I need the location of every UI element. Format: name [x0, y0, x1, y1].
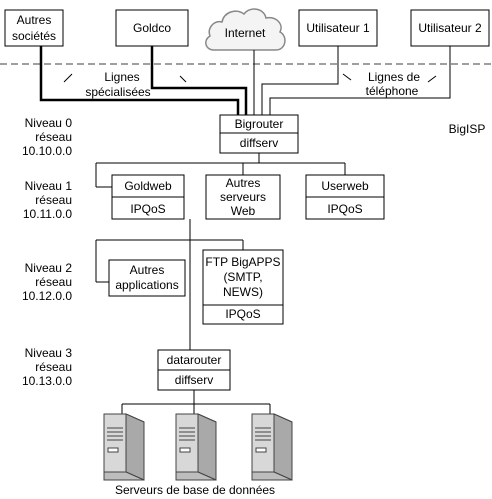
node-utilisateur2: Utilisateur 2: [410, 9, 490, 47]
node-label: serveurs: [220, 190, 266, 204]
isp-label: BigISP: [449, 122, 486, 136]
node-label: Internet: [225, 26, 266, 40]
node-label: sociétés: [12, 29, 56, 43]
node-label: Utilisateur 1: [306, 21, 370, 35]
level-label: réseau: [35, 275, 72, 289]
line-label: Lignes de: [368, 70, 420, 84]
server-icon: [103, 413, 145, 481]
node-label: Goldco: [133, 21, 171, 35]
node-label: Bigrouter: [235, 117, 284, 131]
node-label: Autres: [17, 13, 52, 27]
line-label: Lignes: [104, 70, 139, 84]
level-1-label: Niveau 1 réseau 10.11.0.0: [23, 179, 72, 221]
node-autres-applications: Autres applications: [108, 259, 186, 297]
level-label: Niveau 1: [25, 179, 73, 193]
server-icon: [175, 413, 217, 481]
leased-line-goldco: [150, 46, 248, 115]
node-sublabel: IPQoS: [130, 202, 165, 216]
level-3-label: Niveau 3 réseau 10.13.0.0: [22, 346, 72, 388]
server-icon: [251, 413, 293, 481]
level-0-label: Niveau 0 réseau 10.10.0.0: [22, 116, 72, 158]
node-label: Goldweb: [124, 179, 172, 193]
node-autres-societes: Autres sociétés: [4, 9, 64, 47]
node-label: Web: [231, 204, 256, 218]
label-lignes-telephone: Lignes de téléphone: [342, 70, 437, 98]
node-label: datarouter: [167, 353, 222, 367]
node-sublabel: IPQoS: [327, 202, 362, 216]
node-bigrouter: Bigrouter diffserv: [219, 114, 299, 154]
node-label: NEWS): [223, 285, 263, 299]
level-label: réseau: [35, 130, 72, 144]
node-sublabel: diffserv: [240, 136, 278, 150]
node-autres-serveurs-web: Autres serveurs Web: [205, 174, 281, 220]
node-ftp-bigapps: FTP BigAPPS (SMTP, NEWS) IPQoS: [202, 249, 284, 325]
level-label: réseau: [35, 193, 72, 207]
node-label: applications: [115, 278, 178, 292]
cloud-icon: [205, 8, 286, 51]
level-label: 10.10.0.0: [22, 144, 72, 158]
node-sublabel: IPQoS: [225, 307, 260, 321]
level-label: Niveau 2: [25, 261, 73, 275]
level-label: réseau: [35, 360, 72, 374]
node-internet: Internet: [205, 8, 286, 51]
node-label: (SMTP,: [223, 270, 262, 284]
node-goldco: Goldco: [115, 9, 189, 47]
line-label: spécialisées: [85, 85, 150, 99]
phone-line-utilisateur1: [261, 46, 339, 115]
node-label: Autres: [130, 263, 165, 277]
node-label: Autres: [226, 176, 261, 190]
level-2-label: Niveau 2 réseau 10.12.0.0: [22, 261, 72, 303]
phone-line-utilisateur2: [269, 46, 451, 115]
node-goldweb: Goldweb IPQoS: [111, 174, 185, 220]
node-userweb: Userweb IPQoS: [305, 174, 385, 220]
node-utilisateur1: Utilisateur 1: [298, 9, 378, 47]
level-label: 10.12.0.0: [22, 289, 72, 303]
node-label: Utilisateur 2: [418, 21, 482, 35]
node-datarouter: datarouter diffserv: [157, 349, 231, 391]
level-label: Niveau 3: [25, 346, 73, 360]
leased-line-autres-societes: [39, 46, 240, 115]
node-sublabel: diffserv: [175, 373, 213, 387]
node-label: FTP BigAPPS: [205, 255, 280, 269]
level-label: 10.13.0.0: [22, 374, 72, 388]
line-label: téléphone: [366, 84, 419, 98]
label-lignes-specialisees: Lignes spécialisées: [63, 70, 187, 99]
level-label: Niveau 0: [25, 116, 73, 130]
node-label: Userweb: [321, 179, 369, 193]
db-servers-label: Serveurs de base de données: [115, 483, 275, 497]
level-label: 10.11.0.0: [23, 207, 72, 221]
